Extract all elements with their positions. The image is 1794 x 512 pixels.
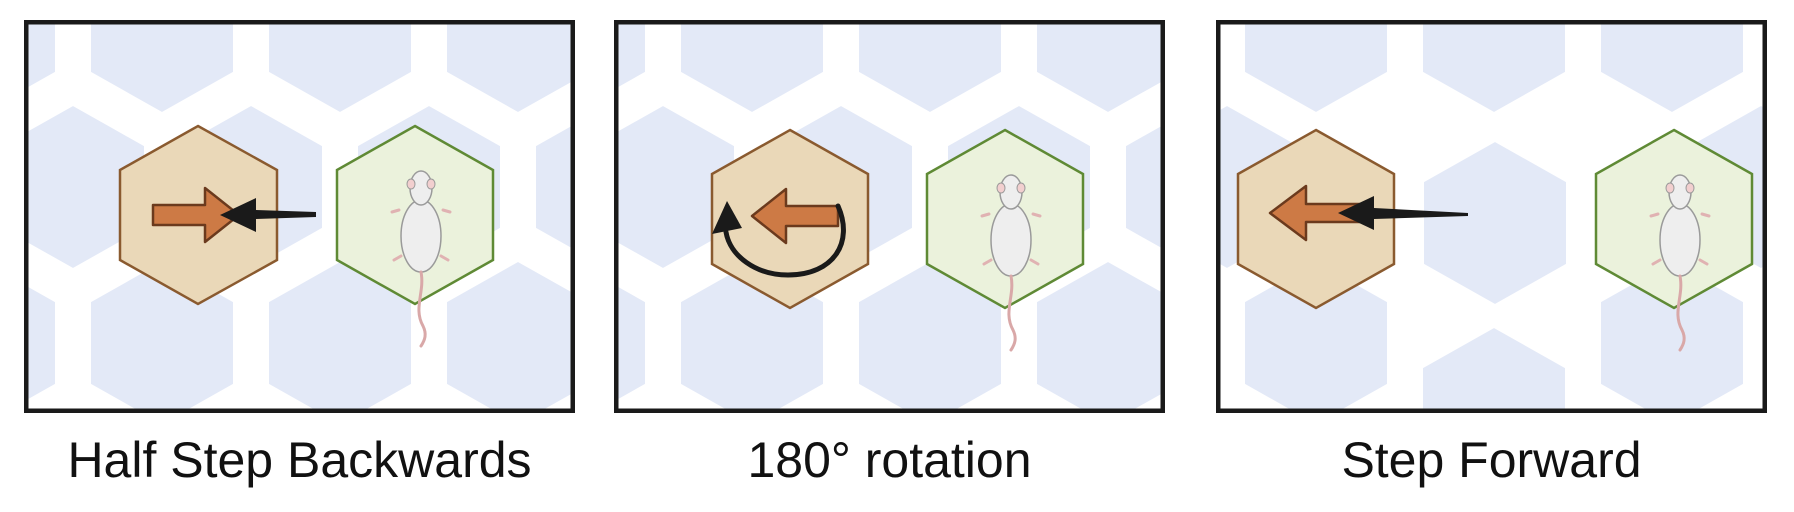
panel-caption: Step Forward bbox=[1341, 432, 1642, 488]
panel-frame bbox=[614, 20, 1165, 413]
motion-arrow-icon bbox=[1338, 196, 1468, 230]
heading-arrow-left-icon bbox=[750, 187, 840, 245]
mouse-icon bbox=[1649, 174, 1711, 352]
panel-frame bbox=[1216, 20, 1767, 413]
panel-caption: Half Step Backwards bbox=[67, 432, 532, 488]
panel-step-forward bbox=[1216, 20, 1767, 413]
motion-arrow-icon bbox=[220, 198, 316, 232]
panel-half-step-backwards bbox=[24, 20, 575, 413]
panel-caption: 180° rotation bbox=[747, 432, 1032, 488]
mouse-icon bbox=[980, 174, 1042, 352]
mouse-icon bbox=[390, 170, 452, 348]
hex-grid-scene bbox=[1216, 20, 1767, 413]
hex-grid-scene bbox=[24, 20, 575, 413]
hex-grid-scene bbox=[614, 20, 1165, 413]
panel-frame bbox=[24, 20, 575, 413]
panel-180-rotation bbox=[614, 20, 1165, 413]
heading-arrow-right-icon bbox=[151, 186, 241, 244]
rotation-arrow-icon bbox=[712, 201, 846, 278]
heading-arrow-left-icon bbox=[1268, 184, 1366, 242]
